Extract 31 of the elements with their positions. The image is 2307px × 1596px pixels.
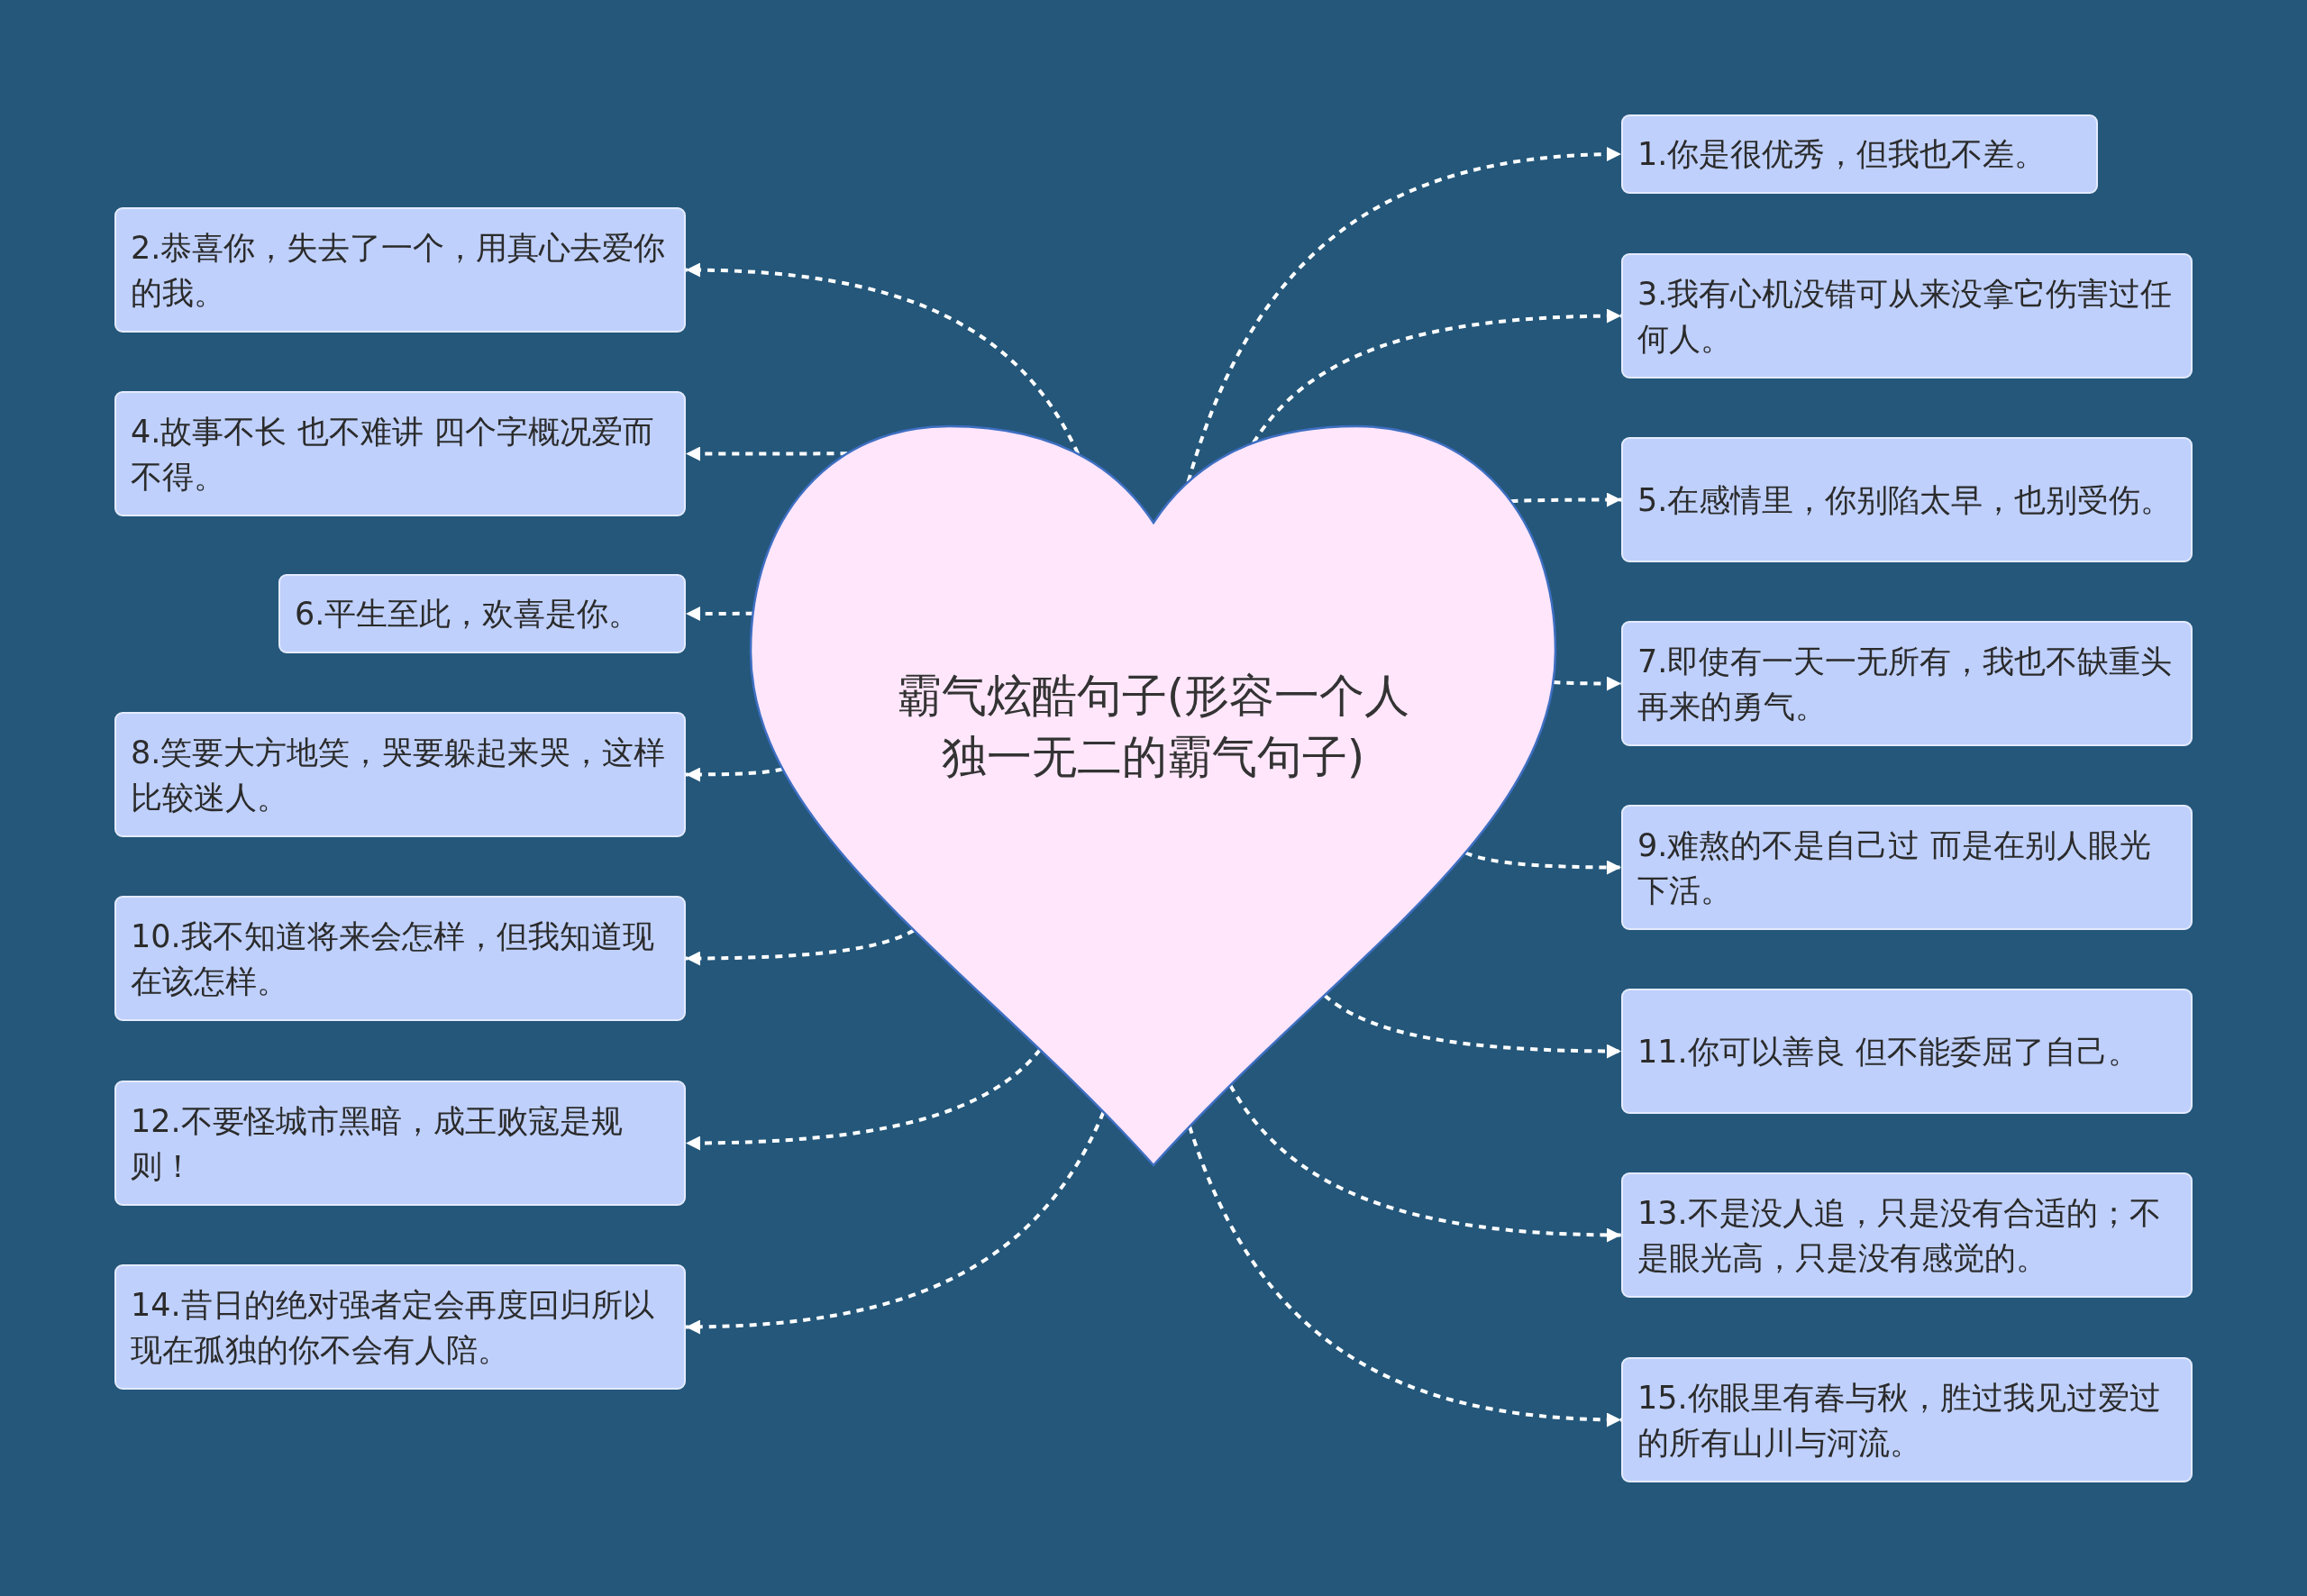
arrow bbox=[685, 1111, 1106, 1335]
arrow bbox=[686, 446, 848, 461]
text-box: 10.我不知道将来会怎样，但我知道现在该怎样。 bbox=[114, 896, 686, 1021]
text-box: 8.笑要大方地笑，哭要躲起来哭，这样比较迷人。 bbox=[114, 712, 686, 837]
text-box: 11.你可以善良 但不能委屈了自己。 bbox=[1621, 989, 2193, 1114]
arrow bbox=[685, 262, 1080, 455]
text-box: 5.在感情里，你别陷太早，也别受伤。 bbox=[1621, 437, 2193, 562]
arrow bbox=[1252, 308, 1622, 444]
arrow bbox=[1510, 492, 1621, 507]
text-box: 9.难熬的不是自己过 而是在别人眼光下活。 bbox=[1621, 805, 2193, 930]
arrow bbox=[686, 928, 916, 966]
text-box: 7.即使有一天一无所有，我也不缺重头再来的勇气。 bbox=[1621, 621, 2193, 746]
arrow bbox=[685, 1048, 1042, 1151]
text-box: 2.恭喜你，失去了一个，用真心去爱你的我。 bbox=[114, 207, 686, 333]
text-box: 13.不是没人追，只是没有合适的；不是眼光高，只是没有感觉的。 bbox=[1621, 1172, 2193, 1298]
text-box: 14.昔日的绝对强者定会再度回归所以现在孤独的你不会有人陪。 bbox=[114, 1264, 686, 1390]
text-box: 1.你是很优秀，但我也不差。 bbox=[1621, 114, 2098, 194]
arrow bbox=[1464, 851, 1621, 875]
text-box: 15.你眼里有春与秋，胜过我见过爱过的所有山川与河流。 bbox=[1621, 1357, 2193, 1482]
text-box: 6.平生至此，欢喜是你。 bbox=[278, 574, 686, 653]
text-box: 12.不要怪城市黑暗，成王败寇是规则！ bbox=[114, 1081, 686, 1206]
arrow bbox=[1553, 676, 1621, 691]
arrow bbox=[1188, 1126, 1622, 1427]
arrow bbox=[1228, 1084, 1622, 1243]
arrow bbox=[1186, 147, 1622, 483]
arrow bbox=[686, 767, 783, 782]
arrow bbox=[1323, 993, 1621, 1059]
text-box: 3.我有心机没错可从来没拿它伤害过任何人。 bbox=[1621, 253, 2193, 378]
arrow bbox=[686, 606, 753, 621]
heart-node: 霸气炫酷句子(形容一个人独一无二的霸气句子) bbox=[751, 426, 1555, 1165]
text-box: 4.故事不长 也不难讲 四个字概况爱而不得。 bbox=[114, 391, 686, 516]
